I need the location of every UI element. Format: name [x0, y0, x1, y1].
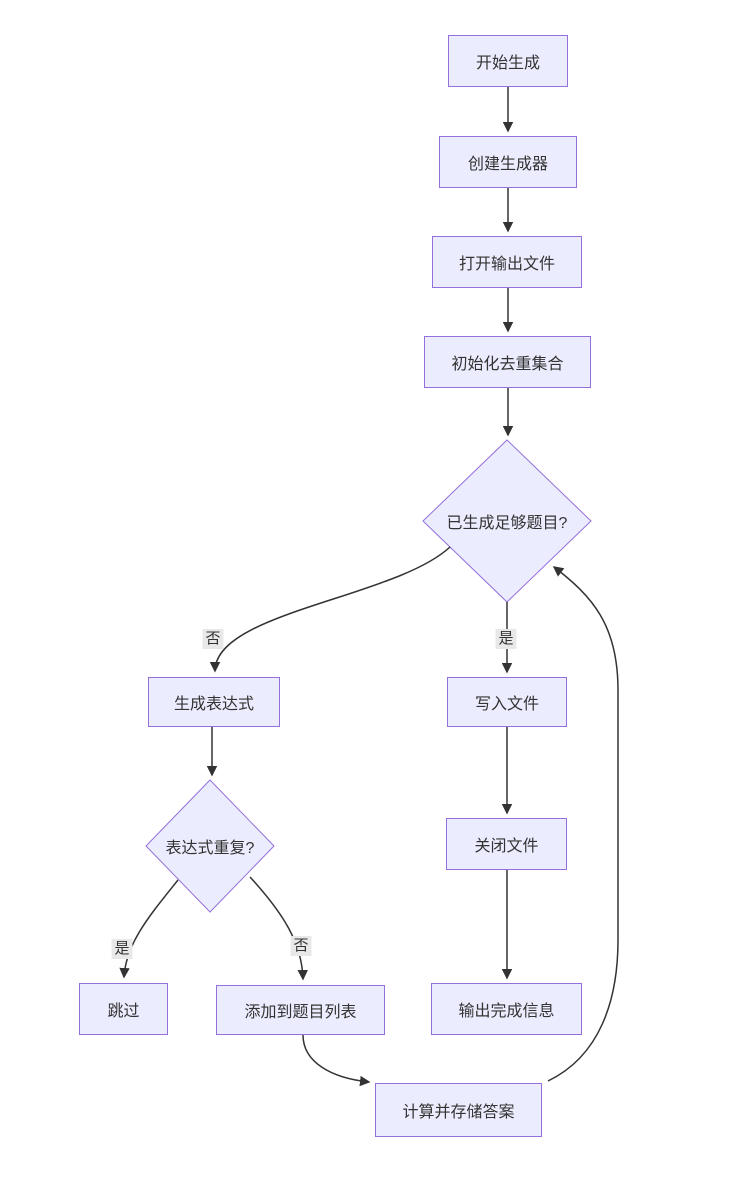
edge-label-yes-enough-generated: 是 — [495, 629, 517, 649]
edge-add-to-question-list-to-compute-store-answer — [302, 1034, 371, 1087]
decision-expression-duplicate-shape — [145, 779, 275, 913]
edge-enough-generated-no-to-generate-expression — [209, 546, 451, 673]
edge-label-yes-expression-duplicate: 是 — [111, 939, 133, 959]
edge-expression-duplicate-no-to-add-to-question-list — [249, 876, 308, 981]
node-add-to-question-list: 添加到题目列表 — [216, 985, 385, 1035]
node-skip: 跳过 — [79, 983, 168, 1035]
node-output-done-message: 输出完成信息 — [431, 983, 582, 1035]
edge-label-no-enough-generated: 否 — [202, 629, 224, 649]
edge-expression-duplicate-yes-to-skip — [119, 879, 179, 979]
node-generate-expression: 生成表达式 — [148, 677, 280, 727]
node-write-file: 写入文件 — [447, 677, 567, 727]
node-init-dedup-set: 初始化去重集合 — [424, 336, 591, 388]
node-compute-store-answer: 计算并存储答案 — [375, 1083, 542, 1137]
edge-compute-store-answer-to-enough-generated — [547, 566, 619, 1082]
node-create-generator: 创建生成器 — [439, 136, 577, 188]
node-start: 开始生成 — [448, 35, 568, 87]
edge-label-no-expression-duplicate: 否 — [290, 936, 312, 956]
node-open-output-file: 打开输出文件 — [432, 236, 582, 288]
decision-enough-generated-shape — [422, 439, 592, 603]
node-close-file: 关闭文件 — [446, 818, 567, 870]
